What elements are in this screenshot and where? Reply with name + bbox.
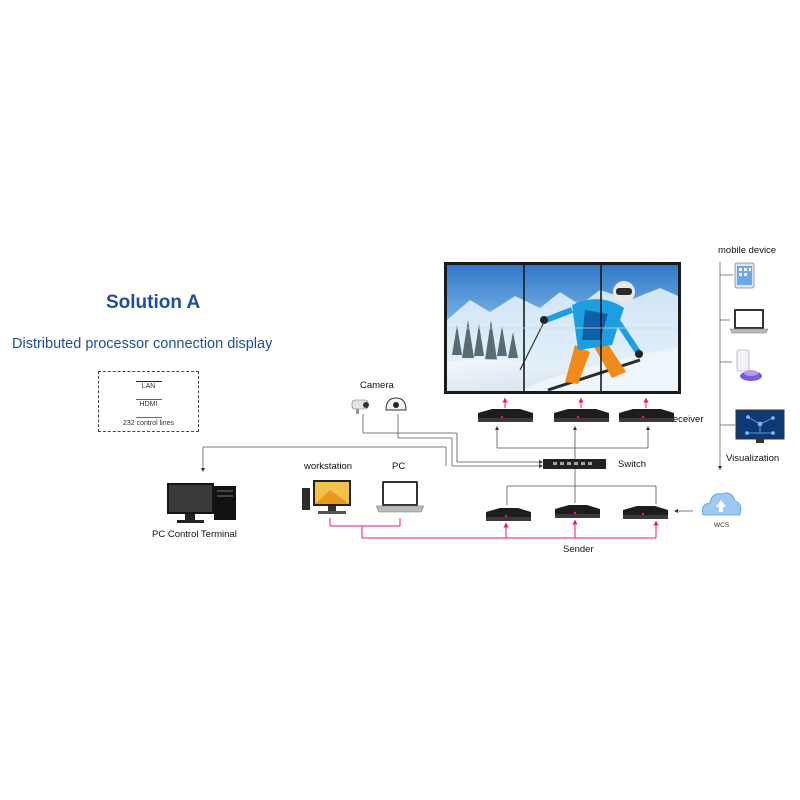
- mobile-device-label: mobile device: [718, 245, 777, 256]
- receiver-label: Receiver: [666, 414, 704, 425]
- receiver-devices: [478, 409, 674, 422]
- dome-camera-icon: [385, 397, 407, 411]
- video-wall: [444, 262, 681, 394]
- laptop-icon: [375, 481, 425, 513]
- workstation-icon: [302, 480, 351, 514]
- receiver-1: [478, 409, 533, 422]
- sender-2: [555, 505, 600, 518]
- visualization-screen-icon: [735, 409, 785, 443]
- receiver-2: [554, 409, 609, 422]
- desktop-computer-icon: [167, 483, 236, 523]
- workstation-label: workstation: [304, 461, 353, 472]
- diagram-title: Solution A: [106, 292, 201, 313]
- phone-icon: [736, 349, 762, 381]
- legend-control-label: 232 control lines: [123, 420, 174, 427]
- receiver-3: [619, 409, 674, 422]
- legend-hdmi-line: [136, 399, 162, 400]
- sender-devices: [486, 505, 668, 521]
- switch-label: Switch: [618, 459, 646, 470]
- tablet-icon: [734, 262, 755, 289]
- sender-label: Sender: [563, 544, 594, 555]
- legend-lan-line: [136, 381, 162, 382]
- laptop-small-icon: [729, 309, 769, 334]
- legend-lan-label: LAN: [141, 383, 156, 390]
- legend: LAN HDMI 232 control lines: [98, 371, 199, 432]
- network-switch: [543, 459, 606, 469]
- diagram-subtitle: Distributed processor connection display: [12, 336, 273, 352]
- camera-label: Camera: [360, 380, 394, 391]
- bullet-camera-icon: [351, 399, 369, 414]
- legend-hdmi-label: HDMI: [139, 401, 158, 408]
- wcs-label: WCS: [714, 522, 730, 529]
- legend-control-line: [136, 417, 162, 418]
- sender-3: [623, 506, 668, 519]
- pc-control-terminal-label: PC Control Terminal: [152, 529, 237, 540]
- sender-1: [486, 508, 531, 521]
- visualization-label: Visualization: [726, 453, 780, 464]
- wcs-cloud-icon: [701, 492, 742, 516]
- pc-label: PC: [392, 461, 406, 472]
